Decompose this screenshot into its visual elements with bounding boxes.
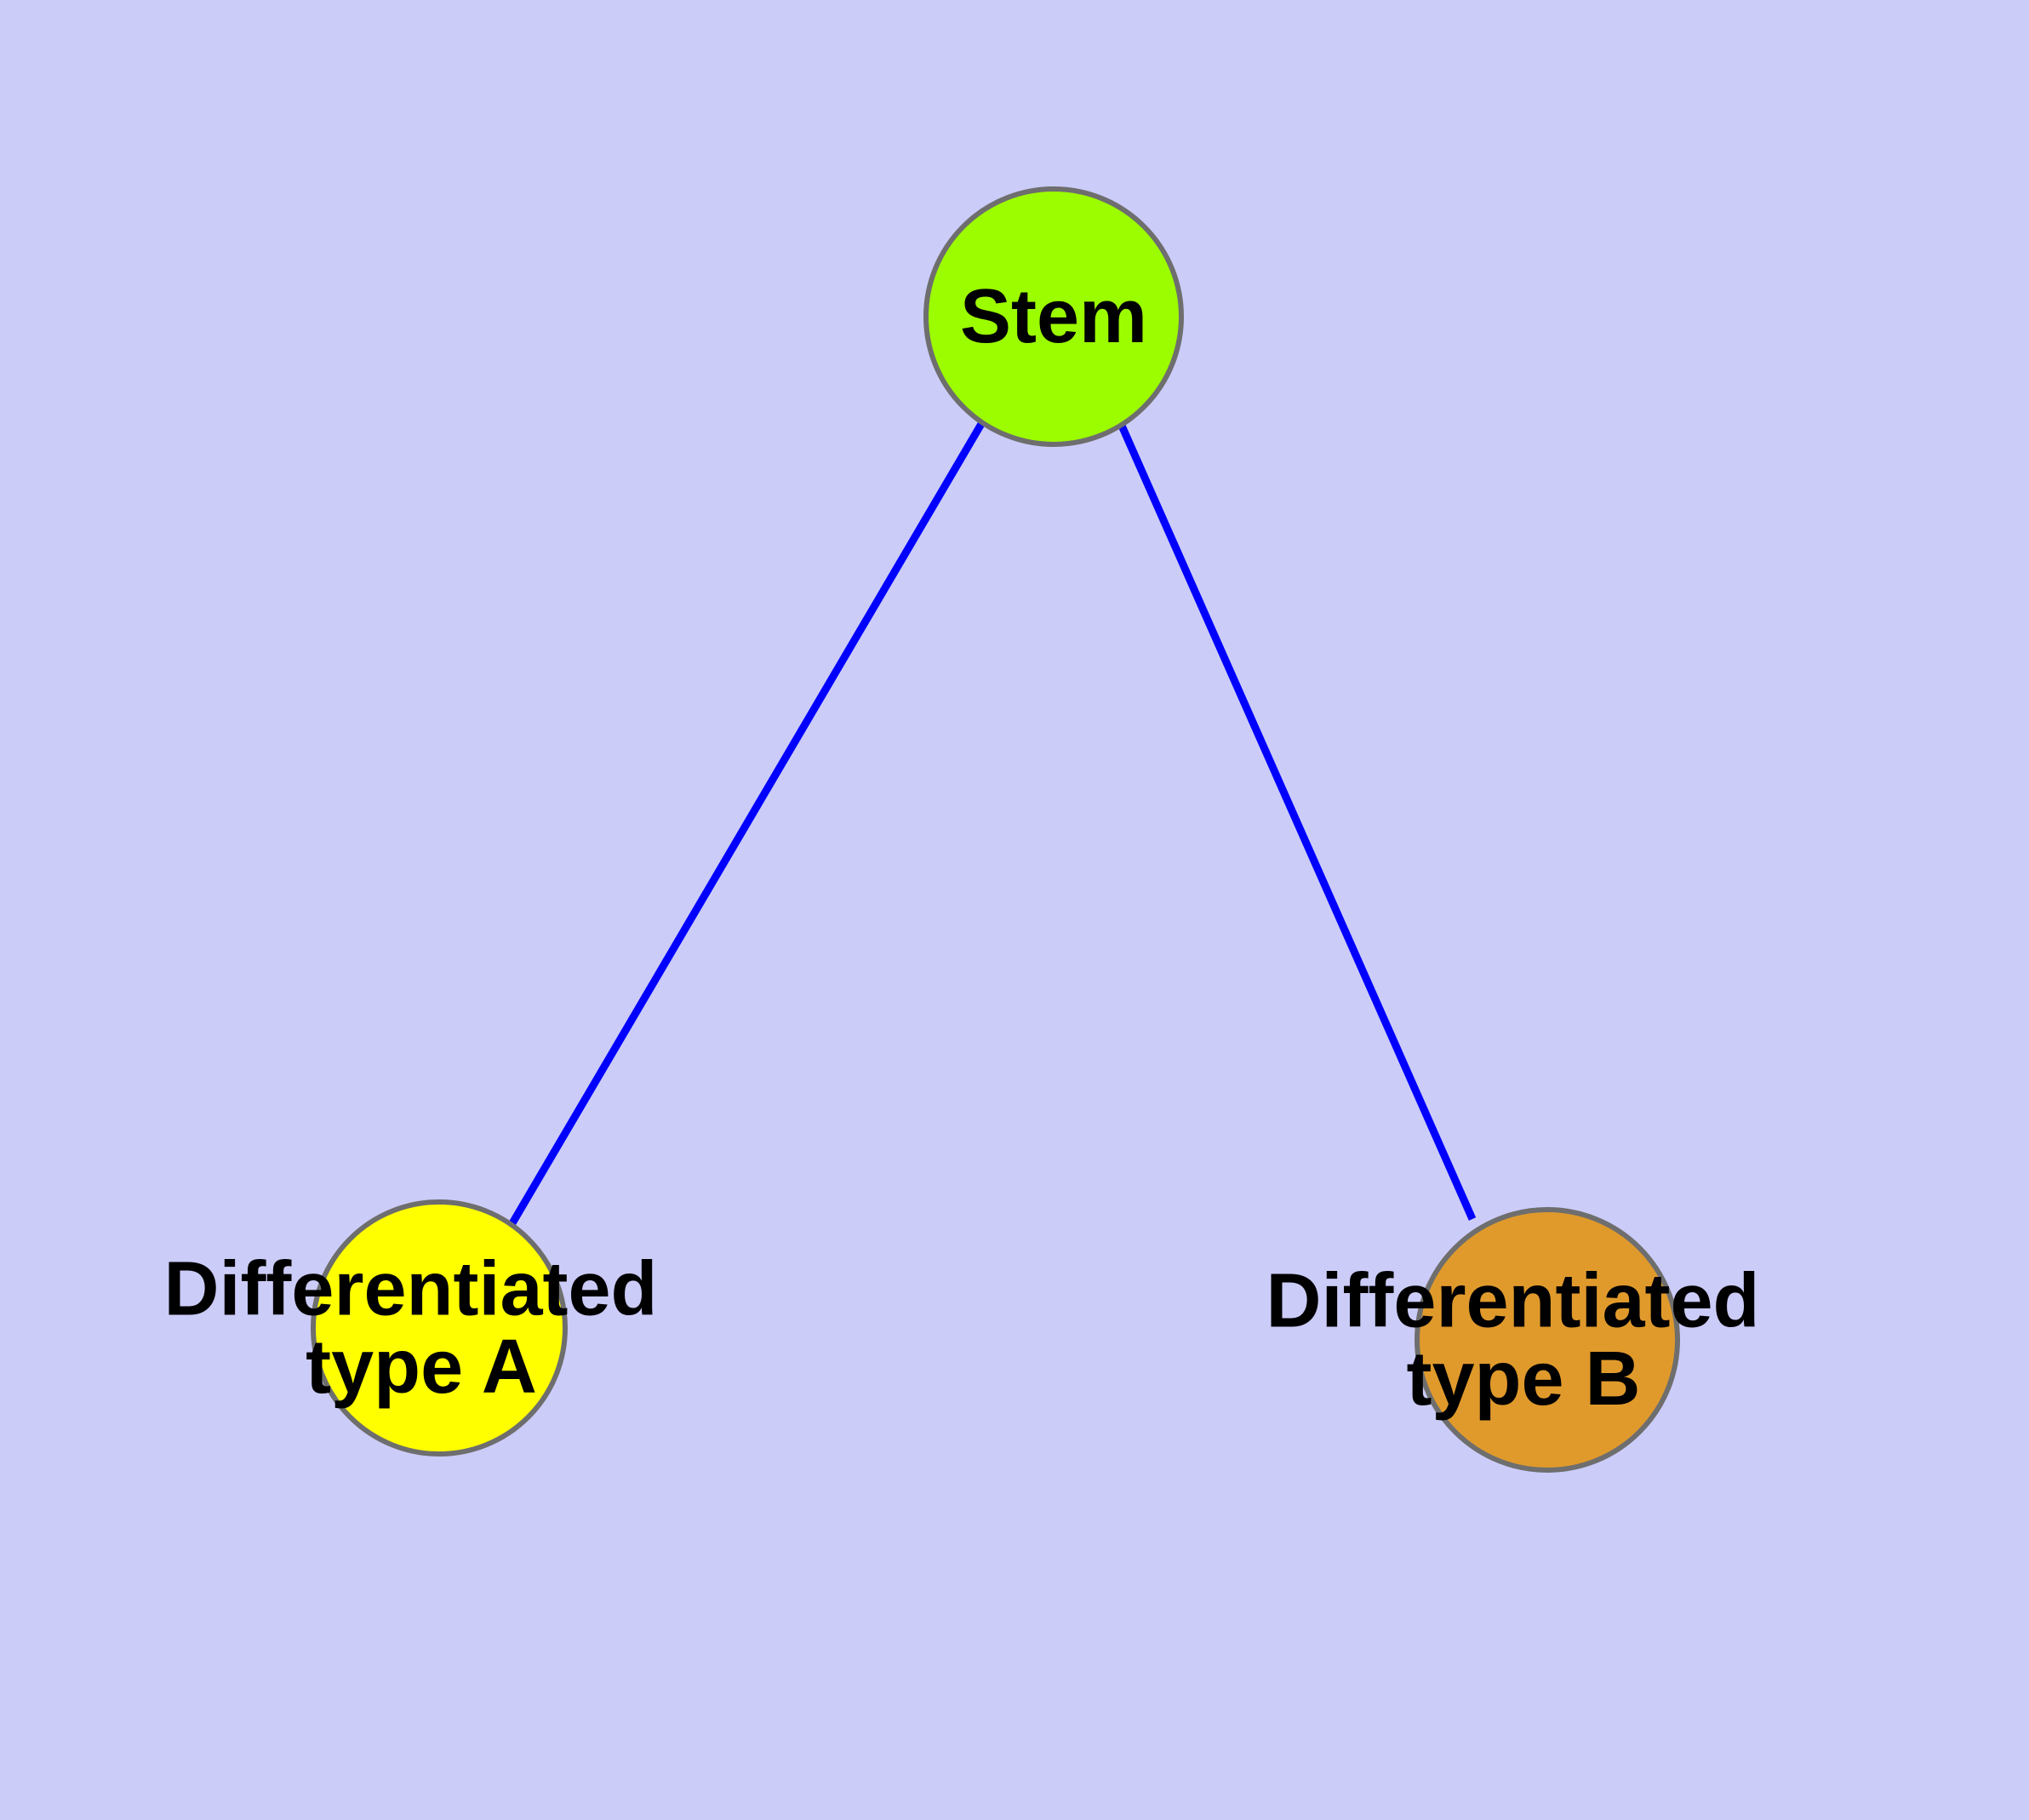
label-layer: Stem Differentiated type A Differentiate… [163,274,1780,1422]
node-differentiated-type-a-label-line-2: type A [306,1325,537,1410]
node-stem-label: Stem [960,274,1147,359]
node-differentiated-type-a-circle[interactable] [311,1199,568,1457]
node-differentiated-type-b-label: Differentiated type B [1266,1253,1780,1422]
edge-layer [509,421,1477,1226]
node-differentiated-type-a[interactable] [311,1199,568,1457]
node-differentiated-type-a-label: Differentiated type A [163,1241,678,1410]
node-differentiated-type-b-label-line-2: type B [1406,1336,1640,1422]
node-differentiated-type-b-circle[interactable] [1415,1207,1680,1473]
node-differentiated-type-b[interactable] [1415,1207,1680,1473]
node-stem[interactable] [923,186,1184,447]
node-differentiated-type-a-label-line-1: Differentiated [163,1246,657,1331]
node-layer [311,186,1680,1473]
node-stem-label-line-1: Stem [960,274,1147,359]
node-stem-circle[interactable] [923,186,1184,447]
edge-stem-to-diff-a[interactable] [509,421,985,1226]
node-differentiated-type-b-label-line-1: Differentiated [1266,1258,1759,1343]
edge-stem-to-diff-b[interactable] [1117,424,1477,1221]
